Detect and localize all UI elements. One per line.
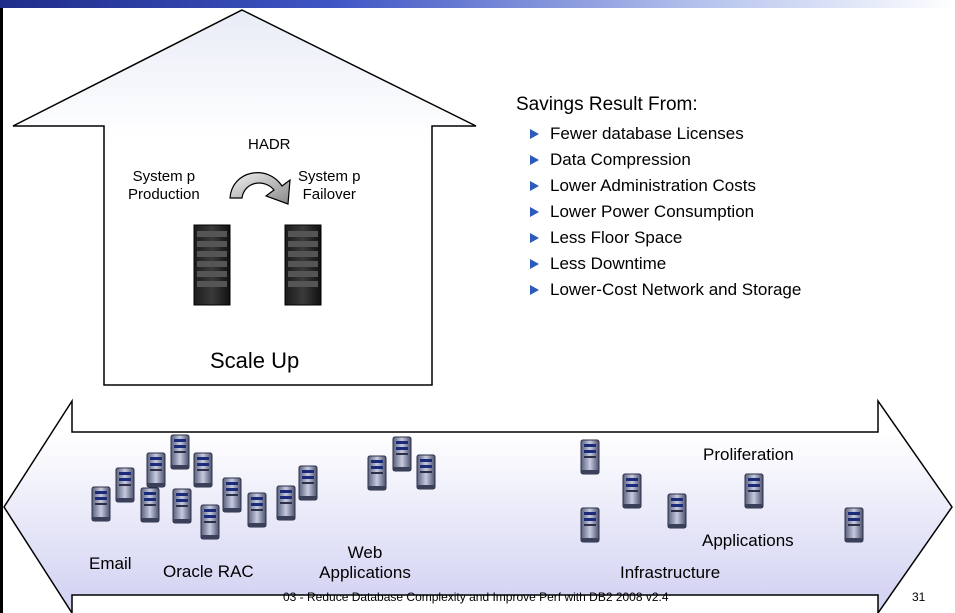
hadr-curved-arrow-icon <box>229 172 291 205</box>
bullet-triangle-icon <box>530 233 539 243</box>
footer-text: 03 - Reduce Database Complexity and Impr… <box>283 590 669 604</box>
bullet-triangle-icon <box>530 129 539 139</box>
production-server-label-line2: Production <box>128 186 200 203</box>
scale-up-title: Scale Up <box>210 348 300 373</box>
savings-item-text: Fewer database Licenses <box>550 124 744 143</box>
savings-item: Less Floor Space <box>530 225 801 251</box>
bullet-triangle-icon <box>530 259 539 269</box>
savings-item-text: Less Floor Space <box>550 228 683 247</box>
title-bar-gradient <box>0 0 955 8</box>
bullet-triangle-icon <box>530 181 539 191</box>
savings-item-text: Less Downtime <box>550 254 667 273</box>
failover-server-label: System p Failover <box>298 168 361 204</box>
bullet-triangle-icon <box>530 207 539 217</box>
production-server-rack-icon <box>193 224 231 306</box>
scale-out-double-arrow <box>3 398 953 613</box>
savings-item: Less Downtime <box>530 251 801 277</box>
failover-server-label-line1: System p <box>298 168 361 185</box>
savings-item-text: Lower-Cost Network and Storage <box>550 280 802 299</box>
hadr-label: HADR <box>248 136 291 153</box>
failover-server-label-line2: Failover <box>302 186 356 203</box>
savings-item-text: Lower Power Consumption <box>550 202 755 221</box>
proliferation-label: Proliferation <box>703 445 794 464</box>
oracle-rac-label: Oracle RAC <box>163 562 254 581</box>
scale-up-house-shape <box>12 9 477 386</box>
savings-list: Fewer database Licenses Data Compression… <box>530 121 801 303</box>
savings-item: Lower Administration Costs <box>530 173 801 199</box>
web-applications-label-line2: Applications <box>319 563 411 582</box>
web-applications-label: Web Applications <box>290 543 440 583</box>
savings-item: Fewer database Licenses <box>530 121 801 147</box>
savings-item: Lower-Cost Network and Storage <box>530 277 801 303</box>
page-number: 31 <box>912 590 926 604</box>
savings-item: Lower Power Consumption <box>530 199 801 225</box>
failover-server-rack-icon <box>284 224 322 306</box>
email-label: Email <box>89 554 132 573</box>
applications-label: Applications <box>702 531 794 550</box>
savings-item-text: Lower Administration Costs <box>550 176 756 195</box>
left-border-line <box>0 8 3 613</box>
infrastructure-label: Infrastructure <box>620 563 721 582</box>
bullet-triangle-icon <box>530 285 539 295</box>
web-applications-label-line1: Web <box>347 543 383 562</box>
bullet-triangle-icon <box>530 155 539 165</box>
savings-item-text: Data Compression <box>550 150 691 169</box>
savings-item: Data Compression <box>530 147 801 173</box>
savings-title: Savings Result From: <box>516 94 698 115</box>
production-server-label-line1: System p <box>132 168 196 185</box>
production-server-label: System p Production <box>128 168 200 204</box>
